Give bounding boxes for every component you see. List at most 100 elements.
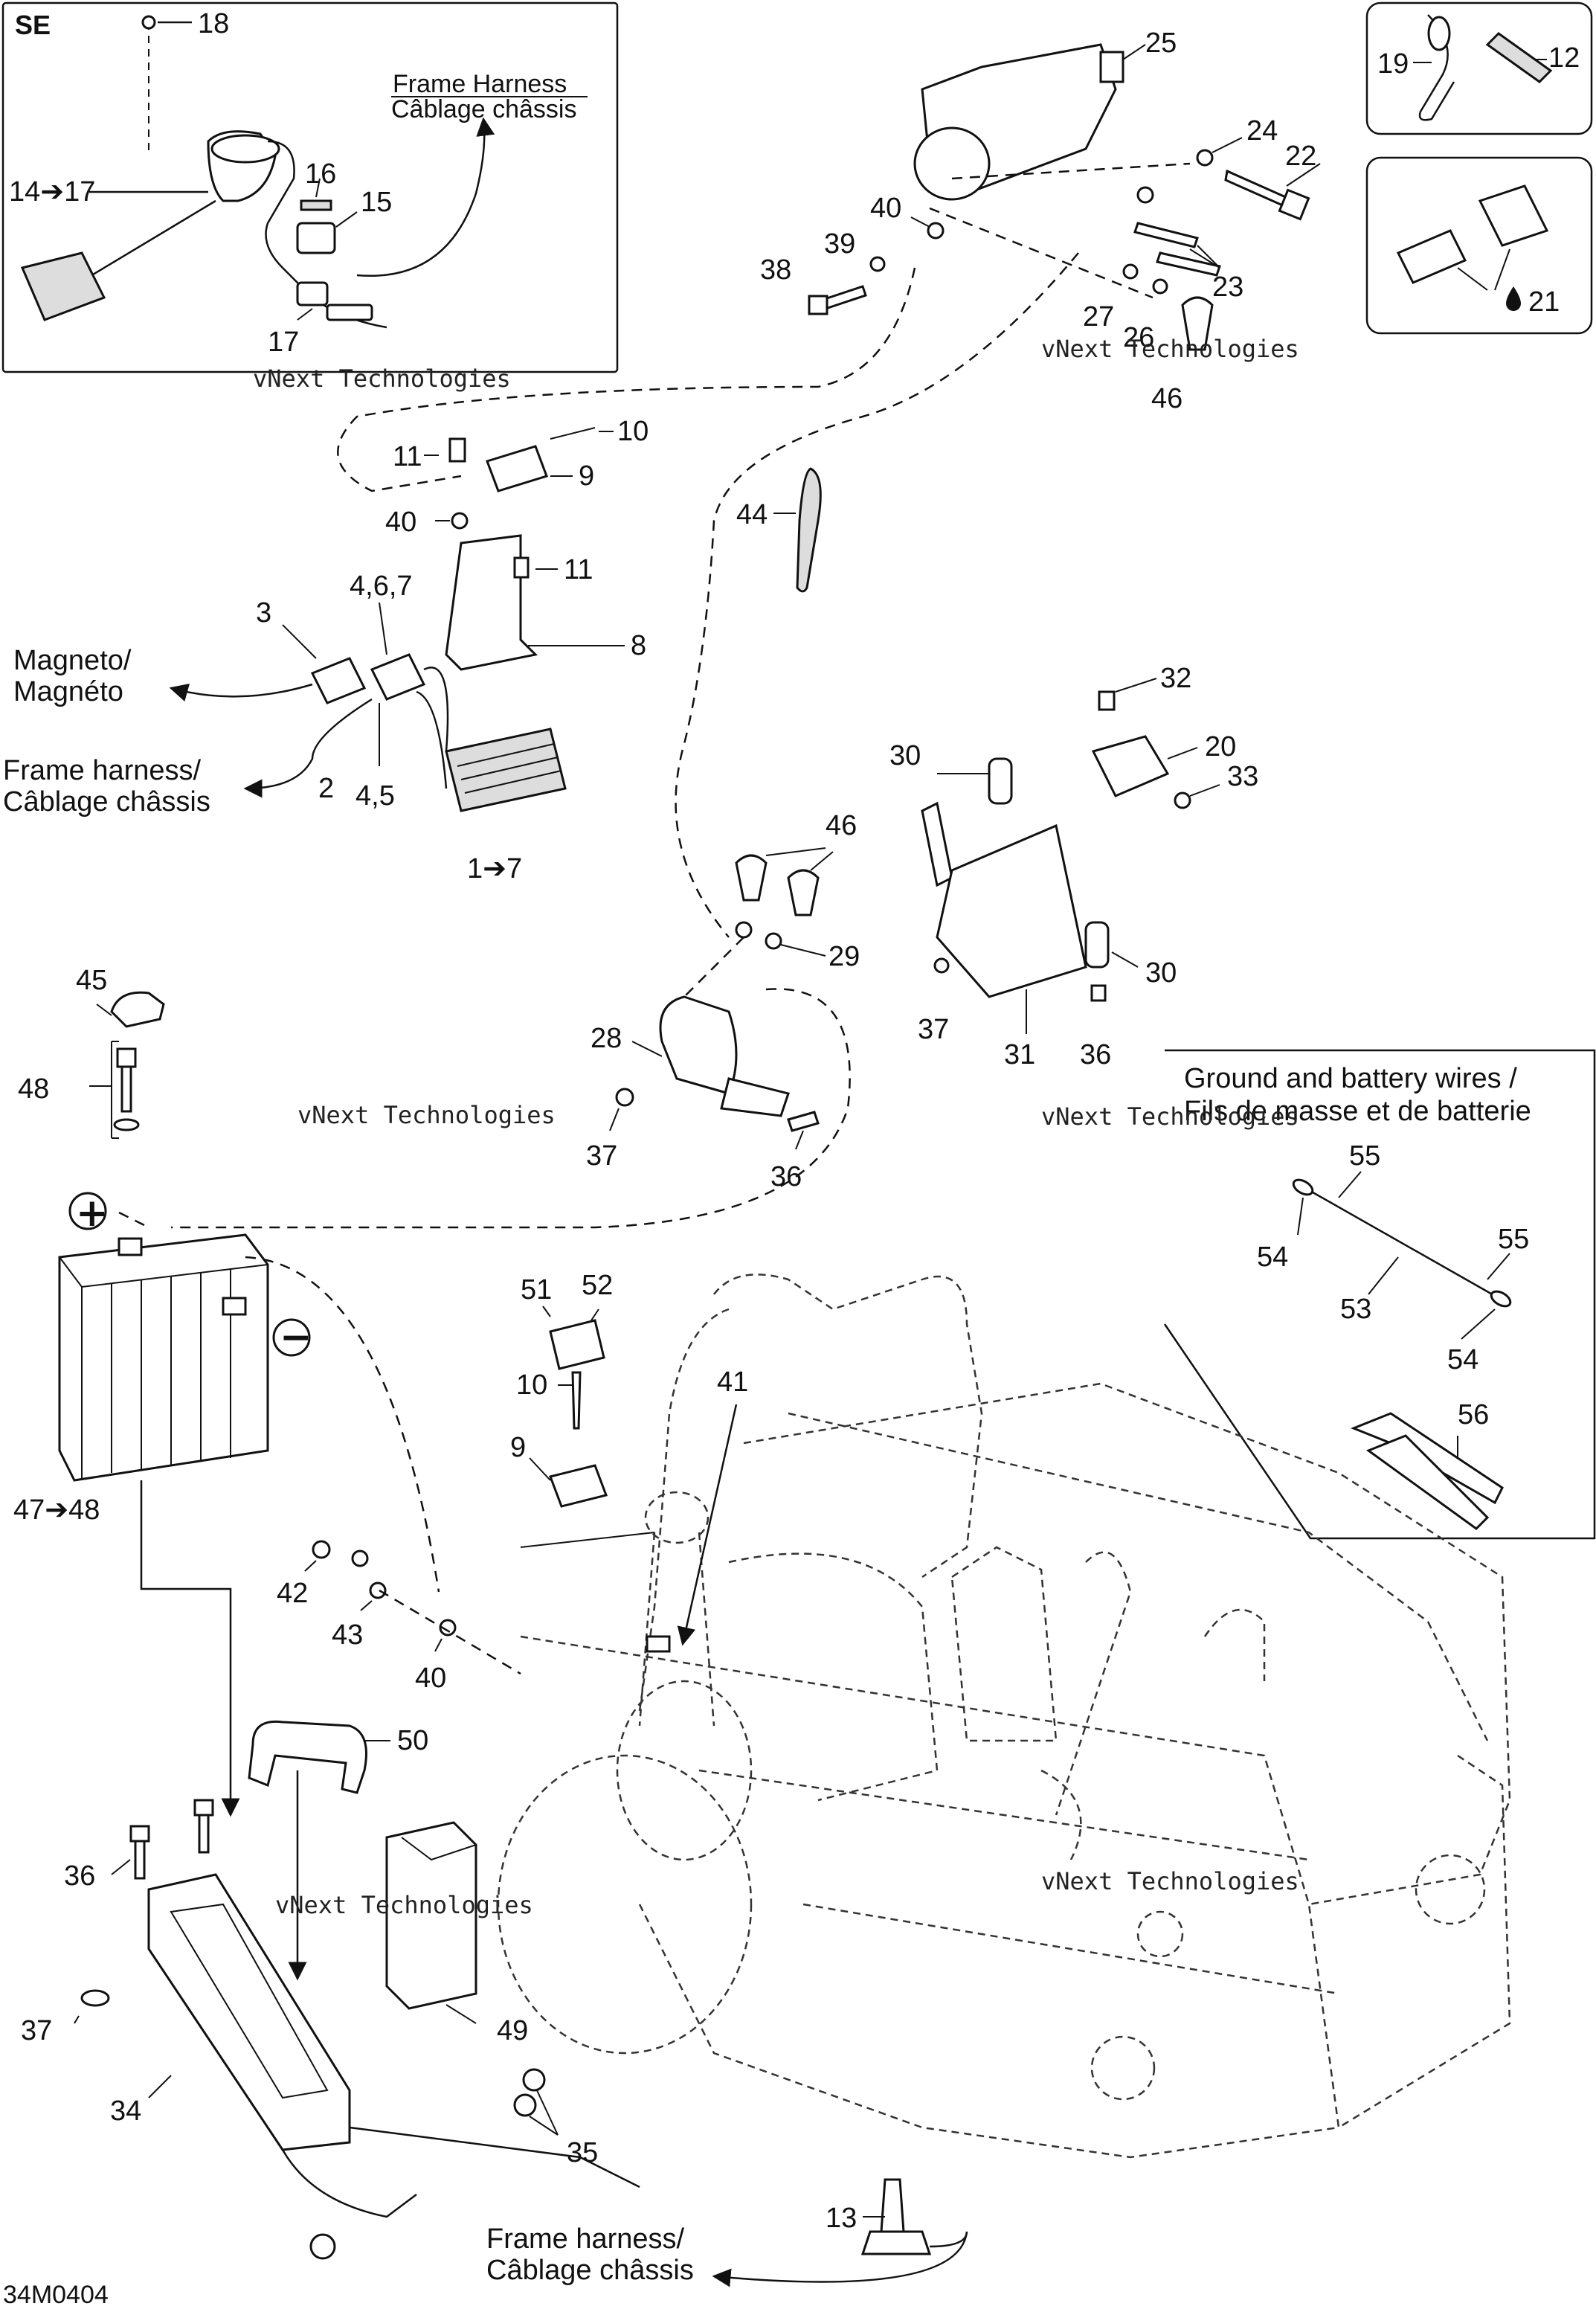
inset-se-tag: SE [15,10,51,40]
label-35: 35 [567,2137,598,2168]
label-28: 28 [591,1023,622,1054]
label-30-bot: 30 [1145,957,1177,989]
label-44: 44 [736,499,768,530]
part-3-connector [310,657,367,704]
part-36-bolt [129,1825,150,1843]
label-1-7: 1➔7 [467,853,522,884]
part-41-bolt [646,1635,671,1653]
label-31: 31 [1004,1039,1035,1070]
part-9-clip-mid [549,1464,608,1508]
wires-title-fr: Fils de masse et de batterie [1184,1096,1531,1127]
label-52: 52 [582,1270,613,1301]
label-55-b: 55 [1498,1224,1529,1255]
part-47-battery [58,1233,269,1482]
bottom-harness: 13 Frame harness/ Câblage châssis 34M040… [3,2178,968,2309]
part-21-connector-b [1478,184,1549,247]
frame-outline [497,1274,1511,2159]
doc-code: 34M0404 [3,2281,109,2309]
label-50: 50 [397,1725,428,1756]
part-46-boot-mid [735,854,768,902]
label-19: 19 [1377,48,1409,80]
part-16-clip [300,199,332,211]
label-39: 39 [824,228,855,260]
minus-terminal-icon [272,1318,311,1357]
watermark-4: vNext Technologies [1041,1102,1299,1131]
label-32: 32 [1160,663,1191,694]
wires-title-en: Ground and battery wires / [1184,1063,1517,1094]
part-28-solenoid [659,995,738,1095]
battery-plus: + [76,1191,109,1236]
label-54-b: 54 [1447,1344,1478,1375]
part-19-tie-wrap [1427,16,1451,51]
battery-box-group: 50 49 vNext Technologies 36 37 34 35 [21,1720,640,2260]
relay-group: 32 20 33 30 30 37 31 36 46 29 28 [171,663,1258,1229]
label-22: 22 [1285,141,1316,172]
part-35-grommet [522,2068,546,2092]
label-30-top: 30 [889,740,921,771]
label-56: 56 [1458,1399,1489,1430]
label-10-top: 10 [617,416,649,447]
label-53: 53 [1340,1294,1371,1325]
label-34: 34 [110,2096,141,2127]
label-13: 13 [826,2203,857,2234]
label-46-mid: 46 [826,810,857,841]
label-21: 21 [1528,286,1560,318]
label-54-a: 54 [1257,1242,1288,1273]
label-12: 12 [1548,42,1580,74]
se-harness-en: Frame Harness [393,70,567,98]
label-37-sol: 37 [586,1140,617,1172]
label-40-top: 40 [870,193,901,224]
mid-parts: 51 52 10 9 41 42 43 40 vNext Technologie… [277,1270,1299,1895]
watermark-3: vNext Technologies [297,1101,556,1129]
label-45: 45 [76,965,107,996]
part-34-tray [147,1873,351,2151]
label-9-top: 9 [579,460,594,492]
starter-group: 25 24 22 23 40 39 38 27 26 46 vNext Tech… [760,28,1321,414]
part-44-cable-sleeve [796,467,822,593]
part-24-washer [1196,149,1214,167]
label-47-48: 47➔48 [13,1494,100,1526]
part-20-relay [1091,735,1170,797]
label-41: 41 [717,1367,748,1398]
label-36-relay: 36 [1080,1039,1111,1070]
battery-cable: 44 [337,252,1079,938]
label-27: 27 [1083,301,1114,333]
part-54-terminal [1292,1178,1314,1196]
magneto-en: Magneto/ [13,645,132,676]
label-11-mid: 11 [564,554,593,585]
label-37-box: 37 [21,2015,52,2046]
harness-bottom-en: Frame harness/ [486,2223,685,2255]
inset-wires: Ground and battery wires / Fils de masse… [1041,1049,1596,1540]
battery-minus: − [280,1315,312,1360]
regulator-group: 11 9 10 40 11 8 1➔7 3 4,6,7 Magneto/ Mag… [3,416,649,884]
label-10-mid: 10 [516,1369,547,1401]
label-25: 25 [1145,28,1177,59]
label-36-box: 36 [64,1860,95,1892]
se-harness-fr: Câblage châssis [391,95,576,123]
part-37-nut [80,1989,110,2007]
part-46-boot-top [1181,296,1214,351]
part-48-bolt [116,1047,137,1068]
label-14-17: 14➔17 [9,176,95,208]
label-11-top: 11 [393,441,422,472]
inset-se: SE 18 14➔17 16 15 17 Frame Harness Câbla… [1,1,619,393]
label-8: 8 [631,630,646,661]
magneto-fr: Magnéto [13,676,123,707]
part-30-pad [921,801,953,887]
label-46-top: 46 [1151,383,1182,414]
part-43-washer [369,1581,387,1599]
part-32-screw [1098,690,1116,711]
label-43: 43 [332,1619,363,1651]
label-18: 18 [198,8,229,39]
part-13-sensor [880,2178,905,2233]
harness-left-en: Frame harness/ [3,755,202,786]
part-14-17-float [20,251,106,321]
part-18-nut [141,15,156,30]
label-49: 49 [497,2015,528,2046]
label-33: 33 [1227,761,1258,792]
part-31-bracket [936,823,1087,998]
label-26: 26 [1123,322,1154,353]
label-3: 3 [256,597,271,629]
part-4-connector [370,653,426,701]
